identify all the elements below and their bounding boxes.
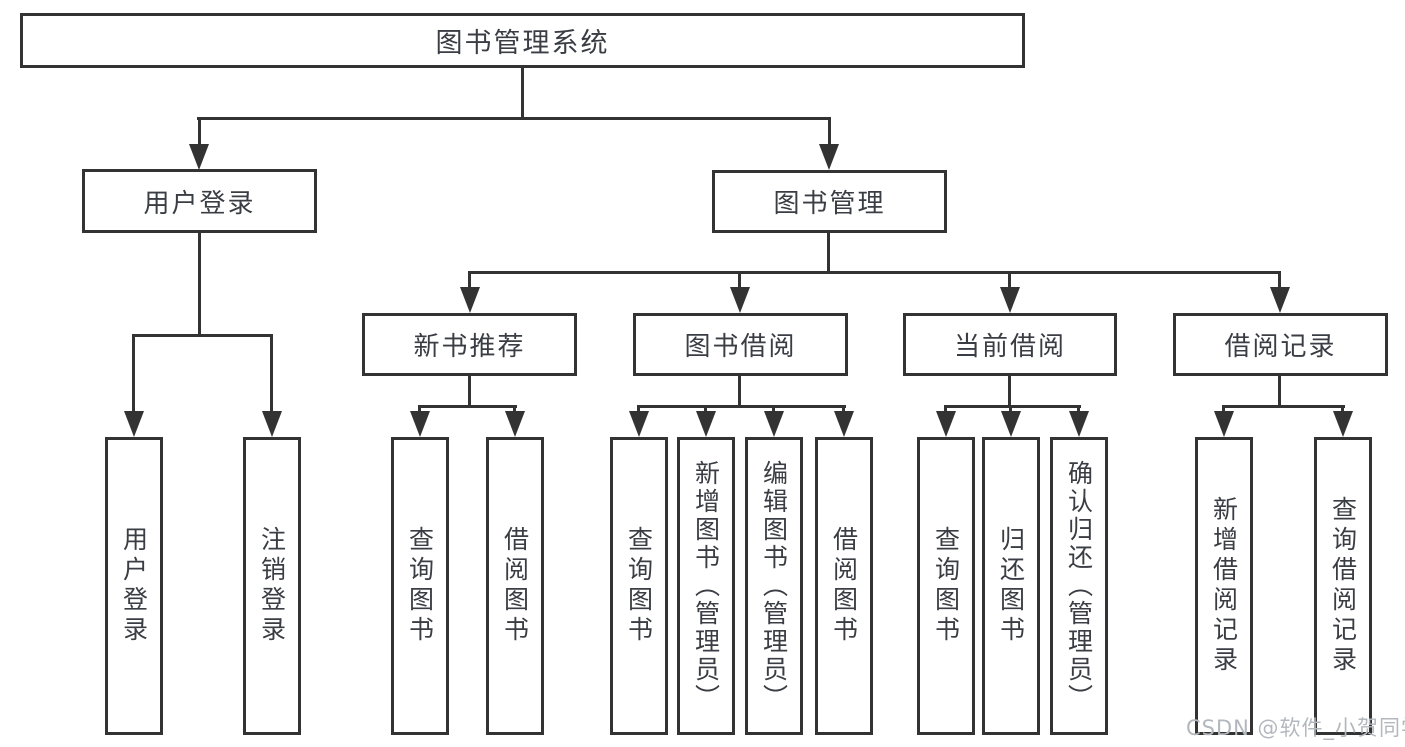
connector-stem bbox=[738, 376, 741, 408]
connector-drop-line bbox=[418, 405, 421, 414]
leaf-label: 查询借阅记录 bbox=[1328, 496, 1358, 676]
connector-drop-line bbox=[772, 405, 775, 414]
leaf-label: 编辑图书（管理员） bbox=[759, 460, 789, 712]
arrow-down-icon bbox=[730, 287, 750, 313]
connector-drop-line bbox=[1341, 405, 1344, 414]
connector-drop-line bbox=[944, 405, 947, 414]
leaf-borrow-books-borrow: 借阅图书 bbox=[815, 437, 873, 735]
node-book-borrowing-label: 图书借阅 bbox=[684, 332, 797, 362]
leaf-label: 查询图书 bbox=[624, 526, 654, 646]
connector-stem bbox=[1008, 376, 1011, 408]
leaf-query-books-recommend: 查询图书 bbox=[391, 437, 449, 735]
connector-drop-line bbox=[1222, 405, 1225, 414]
arrow-down-icon bbox=[189, 144, 209, 170]
connector-stem bbox=[468, 376, 471, 408]
connector-drop-line bbox=[828, 117, 831, 147]
leaf-borrow-books-recommend: 借阅图书 bbox=[486, 437, 544, 735]
node-root-label: 图书管理系统 bbox=[435, 28, 610, 59]
leaf-confirm-return-admin: 确认归还（管理员） bbox=[1050, 437, 1108, 735]
leaf-label: 归还图书 bbox=[996, 526, 1026, 646]
node-user-login: 用户登录 bbox=[82, 169, 317, 233]
node-current-borrowing-label: 当前借阅 bbox=[953, 332, 1066, 362]
connector-drop-line bbox=[132, 334, 135, 414]
connector-hline bbox=[637, 405, 846, 408]
connector-book-mgmt-hline bbox=[468, 271, 1281, 274]
leaf-edit-book-admin: 编辑图书（管理员） bbox=[745, 437, 803, 735]
arrow-down-icon bbox=[410, 411, 430, 437]
connector-root-stem bbox=[521, 66, 524, 120]
node-book-borrowing: 图书借阅 bbox=[633, 313, 848, 376]
node-root: 图书管理系统 bbox=[20, 13, 1025, 68]
connector-book-mgmt-stem bbox=[827, 233, 830, 274]
leaf-label: 借阅图书 bbox=[500, 526, 530, 646]
connector-hline bbox=[1222, 405, 1345, 408]
node-book-management: 图书管理 bbox=[712, 170, 947, 233]
leaf-label: 查询图书 bbox=[931, 526, 961, 646]
connector-drop-line bbox=[704, 405, 707, 414]
connector-drop-line bbox=[637, 405, 640, 414]
connector-drop-line bbox=[1008, 271, 1011, 291]
connector-stem bbox=[1278, 376, 1281, 408]
connector-root-hline bbox=[197, 117, 831, 120]
arrow-down-icon bbox=[936, 411, 956, 437]
connector-drop-line bbox=[468, 271, 471, 291]
leaf-label: 新增借阅记录 bbox=[1209, 496, 1239, 676]
leaf-query-books-borrow: 查询图书 bbox=[610, 437, 668, 735]
connector-user-login-hline bbox=[132, 334, 273, 337]
watermark: CSDN @软件_小贺同学 bbox=[1186, 716, 1405, 740]
arrow-down-icon bbox=[1001, 411, 1021, 437]
arrow-down-icon bbox=[819, 144, 839, 170]
arrow-down-icon bbox=[1069, 411, 1089, 437]
node-user-login-label: 用户登录 bbox=[143, 188, 256, 219]
connector-drop-line bbox=[738, 271, 741, 291]
leaf-label: 新增图书（管理员） bbox=[691, 460, 721, 712]
leaf-label: 用户登录 bbox=[119, 526, 149, 646]
arrow-down-icon bbox=[696, 411, 716, 437]
leaf-query-books-current: 查询图书 bbox=[917, 437, 975, 735]
connector-drop-line bbox=[1077, 405, 1080, 414]
arrow-down-icon bbox=[1270, 287, 1290, 313]
arrow-down-icon bbox=[1214, 411, 1234, 437]
connector-drop-line bbox=[270, 334, 273, 414]
leaf-add-book-admin: 新增图书（管理员） bbox=[677, 437, 735, 735]
arrow-down-icon bbox=[834, 411, 854, 437]
leaf-label: 确认归还（管理员） bbox=[1064, 460, 1094, 712]
connector-hline bbox=[418, 405, 517, 408]
leaf-label: 查询图书 bbox=[405, 526, 435, 646]
node-borrow-records-label: 借阅记录 bbox=[1224, 332, 1337, 362]
connector-drop-line bbox=[1278, 271, 1281, 291]
node-book-management-label: 图书管理 bbox=[773, 189, 886, 219]
arrow-down-icon bbox=[262, 411, 282, 437]
arrow-down-icon bbox=[1333, 411, 1353, 437]
node-current-borrowing: 当前借阅 bbox=[903, 313, 1117, 376]
arrow-down-icon bbox=[764, 411, 784, 437]
leaf-return-book: 归还图书 bbox=[982, 437, 1040, 735]
connector-drop-line bbox=[1009, 405, 1012, 414]
arrow-down-icon bbox=[505, 411, 525, 437]
arrow-down-icon bbox=[460, 287, 480, 313]
leaf-label: 借阅图书 bbox=[829, 526, 859, 646]
leaf-logout-login: 注销登录 bbox=[243, 437, 301, 735]
connector-drop-line bbox=[842, 405, 845, 414]
connector-user-login-stem bbox=[198, 233, 201, 337]
node-new-book-recommend: 新书推荐 bbox=[362, 313, 577, 376]
connector-drop-line bbox=[198, 117, 201, 147]
connector-hline bbox=[944, 405, 1081, 408]
leaf-label: 注销登录 bbox=[257, 526, 287, 646]
arrow-down-icon bbox=[124, 411, 144, 437]
connector-drop-line bbox=[513, 405, 516, 414]
leaf-user-login: 用户登录 bbox=[105, 437, 163, 735]
leaf-add-borrow-record: 新增借阅记录 bbox=[1195, 437, 1253, 735]
node-new-book-recommend-label: 新书推荐 bbox=[413, 332, 526, 362]
arrow-down-icon bbox=[629, 411, 649, 437]
arrow-down-icon bbox=[1000, 287, 1020, 313]
node-borrow-records: 借阅记录 bbox=[1173, 313, 1388, 376]
leaf-query-borrow-record: 查询借阅记录 bbox=[1314, 437, 1372, 735]
